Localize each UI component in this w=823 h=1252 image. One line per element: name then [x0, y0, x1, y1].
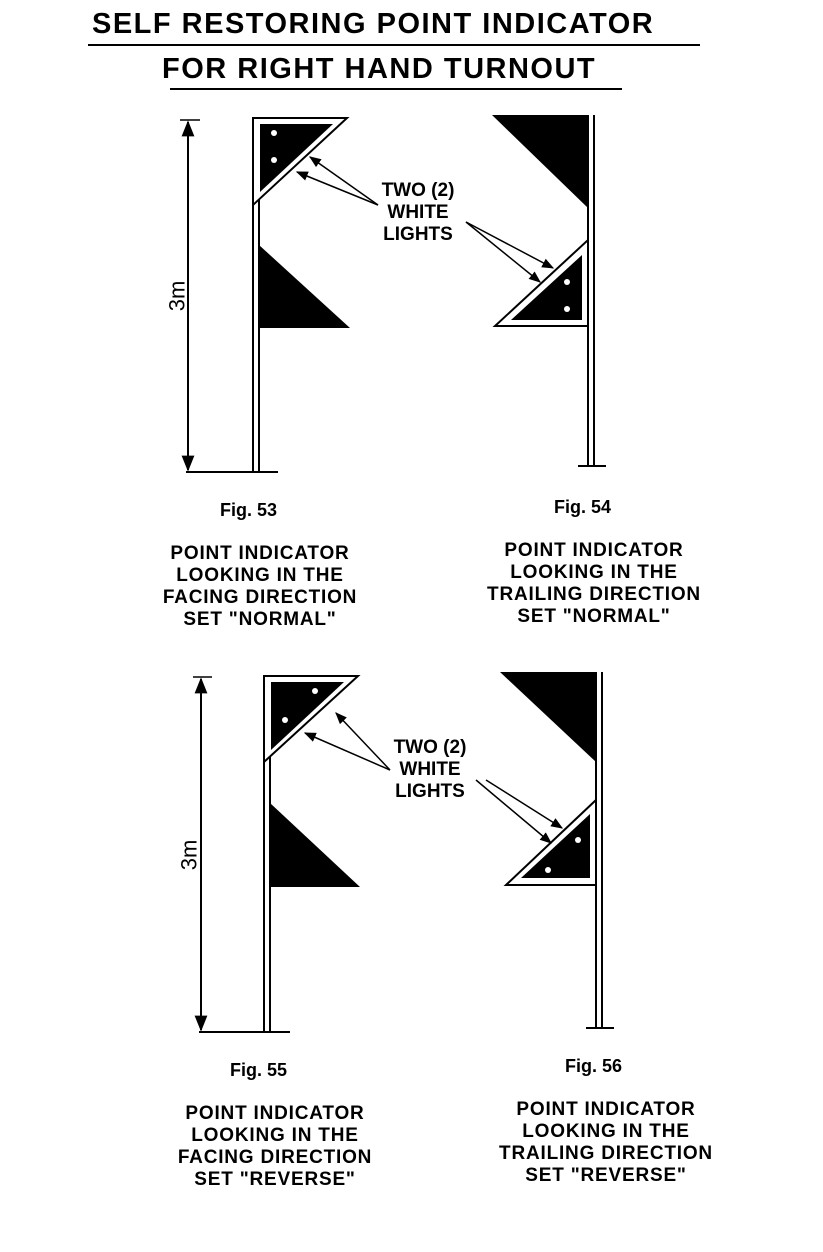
caption-line: SET "REVERSE" — [525, 1165, 687, 1186]
fig-55-drawing — [193, 675, 391, 1033]
fig-53-white-light — [271, 157, 277, 163]
caption-line: SET "NORMAL" — [183, 609, 337, 630]
callout-line: WHITE — [387, 202, 449, 223]
fig-55-white-light — [282, 717, 288, 723]
fig-56-white-light — [545, 867, 551, 873]
title-underline-1 — [88, 44, 700, 46]
caption-line: LOOKING IN THE — [191, 1125, 359, 1146]
fig-53-height-label: 3m — [164, 280, 190, 312]
callout-line: TWO (2) — [393, 737, 467, 758]
caption-line: TRAILING DIRECTION — [499, 1143, 713, 1164]
fig-53-drawing — [180, 117, 379, 473]
fig-56-caption: POINT INDICATOR LOOKING IN THE TRAILING … — [486, 1099, 726, 1187]
fig-56-white-light — [575, 837, 581, 843]
caption-line: POINT INDICATOR — [170, 543, 350, 564]
fig-54-drawing — [465, 115, 606, 467]
fig-56-drawing — [475, 672, 614, 1029]
fig-55-white-light — [312, 688, 318, 694]
caption-line: POINT INDICATOR — [185, 1103, 365, 1124]
callout-line: WHITE — [399, 759, 461, 780]
fig-55-caption: POINT INDICATOR LOOKING IN THE FACING DI… — [160, 1103, 390, 1191]
callout-line: TWO (2) — [381, 180, 455, 201]
page-title-line1: SELF RESTORING POINT INDICATOR — [92, 8, 655, 40]
title-underline-2 — [170, 88, 622, 90]
fig-53-label: Fig. 53 — [220, 500, 278, 520]
caption-line: FACING DIRECTION — [162, 587, 358, 608]
caption-line: LOOKING IN THE — [522, 1121, 690, 1142]
fig-55-label: Fig. 55 — [230, 1060, 288, 1080]
caption-line: LOOKING IN THE — [510, 562, 678, 583]
fig-53-black-panel — [259, 245, 350, 328]
caption-line: FACING DIRECTION — [177, 1147, 373, 1168]
fig-53-caption: POINT INDICATOR LOOKING IN THE FACING DI… — [150, 543, 370, 631]
fig-56-black-panel — [500, 672, 596, 762]
fig-54-label: Fig. 54 — [554, 497, 612, 517]
fig-54-white-light — [564, 279, 570, 285]
caption-line: SET "NORMAL" — [517, 606, 671, 627]
caption-line: SET "REVERSE" — [194, 1169, 356, 1190]
caption-line: POINT INDICATOR — [504, 540, 684, 561]
caption-line: LOOKING IN THE — [176, 565, 344, 586]
callout-line: LIGHTS — [395, 781, 465, 802]
fig-55-height-label: 3m — [176, 839, 202, 871]
fig-56-label: Fig. 56 — [565, 1056, 623, 1076]
fig-54-black-panel — [492, 115, 588, 208]
fig-54-caption: POINT INDICATOR LOOKING IN THE TRAILING … — [474, 540, 714, 628]
fig-54-white-light — [564, 306, 570, 312]
page-title-line2: FOR RIGHT HAND TURNOUT — [162, 53, 597, 85]
callout-text-bottom: TWO (2) WHITE LIGHTS — [380, 737, 480, 803]
callout-text-top: TWO (2) WHITE LIGHTS — [368, 180, 468, 246]
fig-53-white-light — [271, 130, 277, 136]
callout-line: LIGHTS — [383, 224, 453, 245]
fig-55-black-panel — [270, 803, 360, 887]
caption-line: TRAILING DIRECTION — [487, 584, 701, 605]
caption-line: POINT INDICATOR — [516, 1099, 696, 1120]
